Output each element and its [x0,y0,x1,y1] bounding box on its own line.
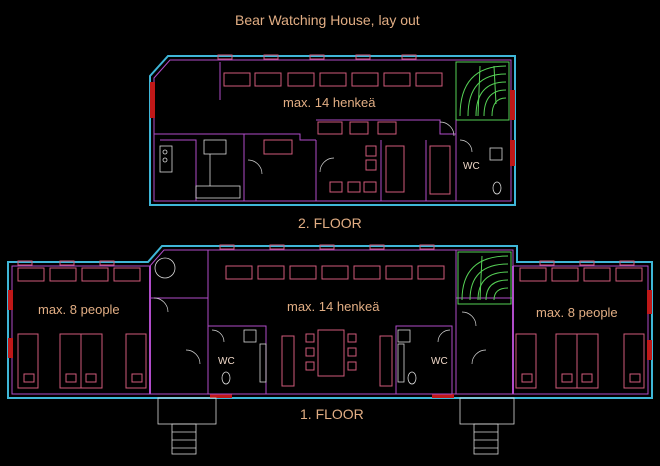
first-floor-round-fixture [154,257,176,279]
second-floor-bunks [223,72,443,87]
first-floor-right-wing-beds [515,267,645,389]
second-floor-label: 2. FLOOR [298,215,362,231]
second-floor-capacity-label: max. 14 henkeä [283,95,376,110]
second-floor-window-right [510,90,515,120]
first-floor-wc-right-label: WC [431,356,448,367]
first-floor-dining-table [281,329,393,387]
first-floor-outer-wall [7,245,653,399]
first-floor-plan [7,244,653,455]
second-floor-window-left [150,82,155,118]
second-floor-kitchen [159,139,241,199]
first-floor-right-wing-capacity-label: max. 8 people [536,305,618,320]
second-floor-dining [263,121,451,195]
first-floor-main-bunks [225,265,445,280]
second-floor-stair [455,61,510,121]
first-floor-stair [457,251,512,305]
first-floor-entrances [157,397,515,455]
second-floor-outer-wall [149,55,516,206]
drawing-title: Bear Watching House, lay out [235,12,420,28]
first-floor-wc-fixtures [221,329,417,385]
second-floor-plan [149,54,516,206]
second-floor-wc-label: WC [463,161,480,172]
first-floor-main-capacity-label: max. 14 henkeä [287,299,380,314]
first-floor-left-wing-beds [17,267,147,389]
first-floor-wc-left-label: WC [218,356,235,367]
first-floor-label: 1. FLOOR [300,406,364,422]
first-floor-left-wing-capacity-label: max. 8 people [38,302,120,317]
second-floor-wc-fixtures [489,147,503,195]
